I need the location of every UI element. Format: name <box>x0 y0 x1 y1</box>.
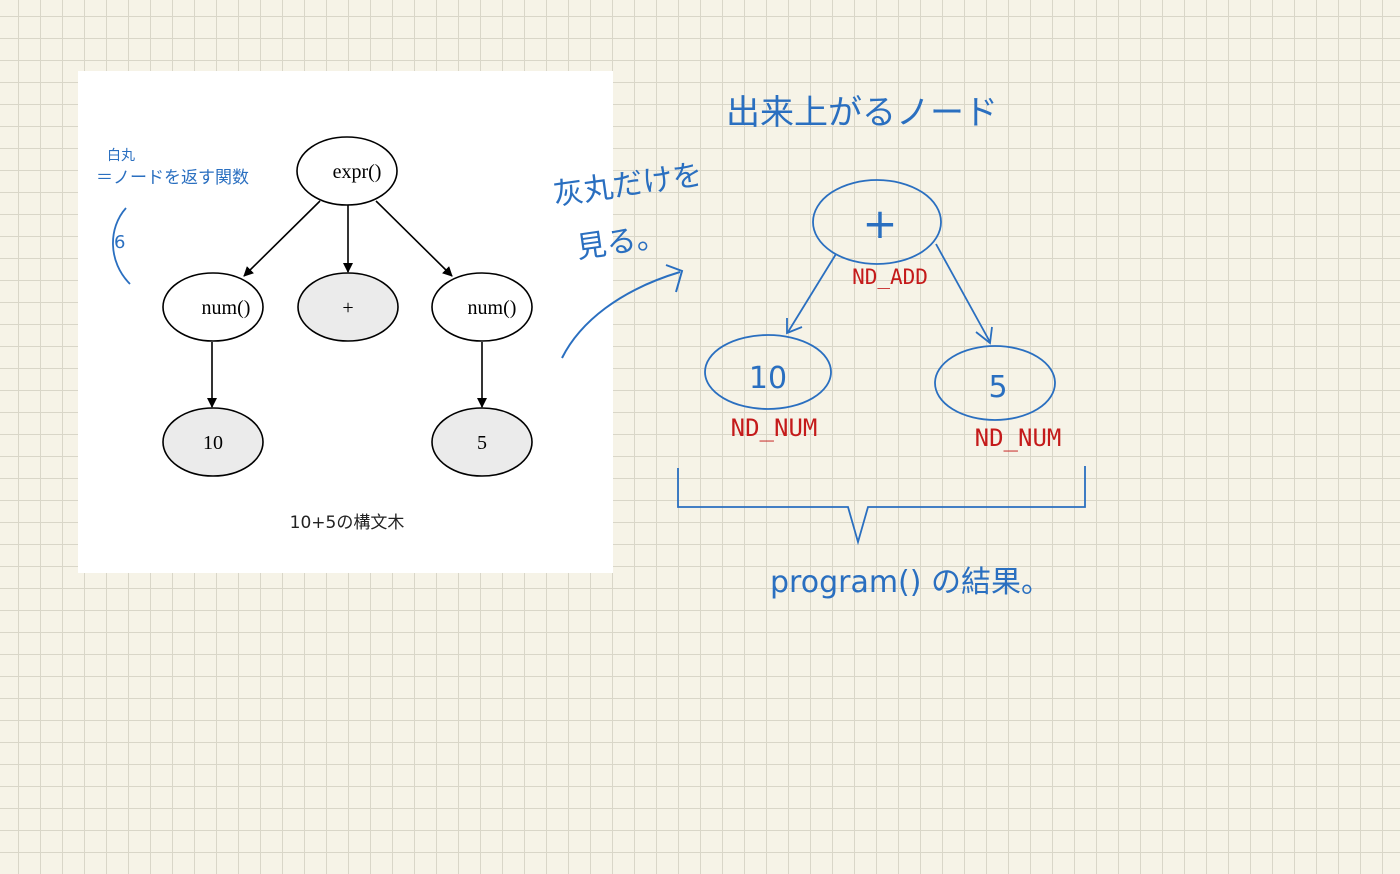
node-5: 5 <box>431 407 533 477</box>
node-plus: + <box>297 272 399 342</box>
result-node-right-kind: ND_NUM <box>975 424 1062 452</box>
node-num-left: num() <box>162 272 264 342</box>
node-expr: expr() <box>296 136 398 206</box>
node-10: 10 <box>162 407 264 477</box>
edge-expr-num-left <box>243 200 321 277</box>
result-node-left-kind: ND_NUM <box>731 414 818 442</box>
result-caption: program() の結果。 <box>770 565 1051 600</box>
white-circle-brace <box>112 207 131 285</box>
result-node-add-label: + <box>862 199 897 248</box>
white-circle-mark: 6 <box>114 232 125 253</box>
white-circle-title: 白丸 <box>107 148 135 164</box>
result-arrowhead-right <box>975 326 993 345</box>
white-circle-description: ＝ノードを返す関数 <box>96 168 249 188</box>
edge-expr-num-right <box>375 200 453 277</box>
white-circle-note: 白丸 ＝ノードを返す関数 6 <box>96 148 249 285</box>
result-bracket <box>677 466 1086 546</box>
node-5-label: 5 <box>477 432 487 454</box>
result-node-left-label: 10 <box>749 361 787 396</box>
result-tree: 出来上がるノード + ND_ADD 10 ND_NUM 5 ND_NUM pro… <box>677 93 1086 600</box>
node-num-left-label: num() <box>202 297 251 319</box>
result-node-right: 5 ND_NUM <box>934 345 1062 452</box>
syntax-tree-caption: 10+5の構文木 <box>290 513 405 533</box>
gray-only-arrow <box>561 271 681 359</box>
result-node-add: + ND_ADD <box>812 179 942 289</box>
result-edge-left <box>787 253 837 333</box>
node-expr-label: expr() <box>333 161 382 183</box>
result-node-right-label: 5 <box>988 370 1007 405</box>
result-title: 出来上がるノード <box>726 93 998 133</box>
gray-only-arrowhead <box>665 264 684 293</box>
node-10-label: 10 <box>203 432 223 454</box>
result-edge-right <box>935 243 991 343</box>
syntax-tree-panel: expr() num() + num() 10 5 10+5の構文木 <box>78 71 613 573</box>
node-num-right-label: num() <box>468 297 517 319</box>
node-num-right: num() <box>431 272 533 342</box>
result-node-left: 10 ND_NUM <box>704 334 832 442</box>
node-plus-label: + <box>342 297 353 319</box>
result-arrowhead-left <box>786 318 803 335</box>
result-node-add-kind: ND_ADD <box>852 265 928 289</box>
